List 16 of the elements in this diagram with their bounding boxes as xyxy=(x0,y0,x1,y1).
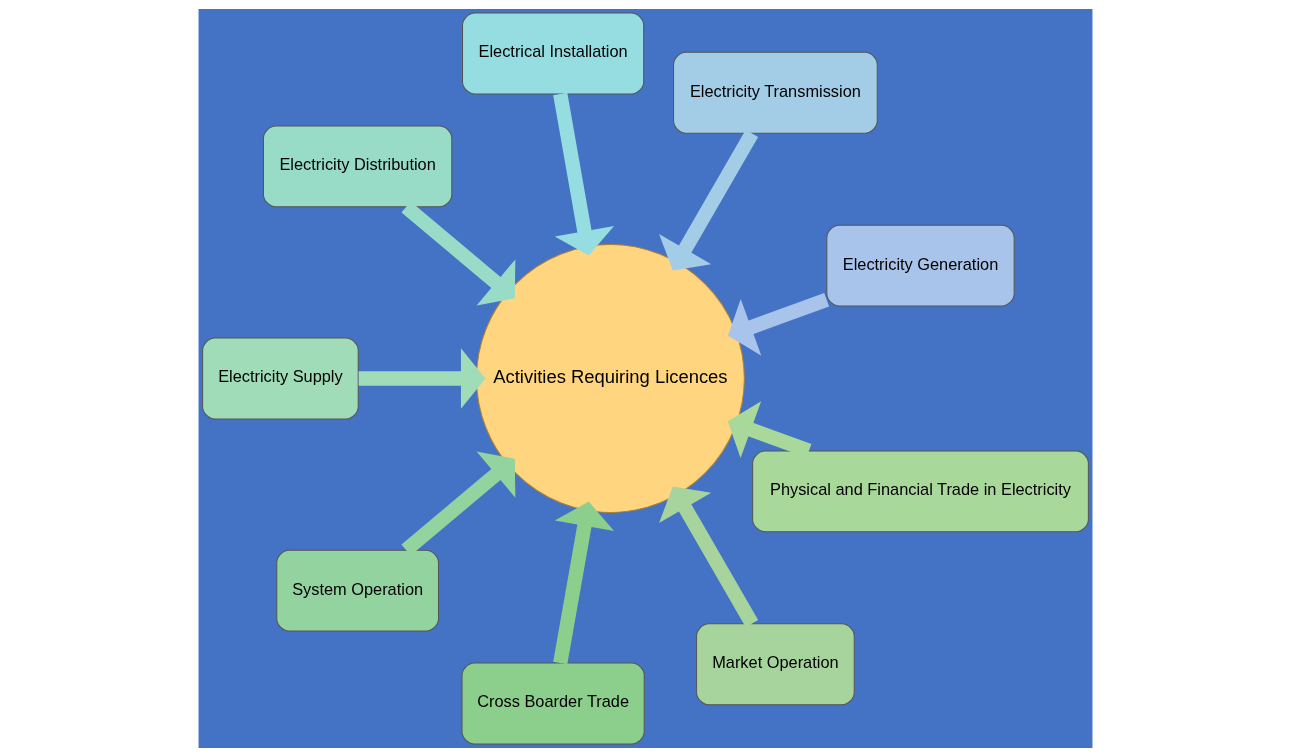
node-box: System Operation xyxy=(276,549,439,632)
node-box: Electricity Transmission xyxy=(673,51,878,134)
arrow xyxy=(553,92,615,255)
node-box: Electricity Supply xyxy=(202,337,359,419)
arrow xyxy=(727,400,812,458)
arrow xyxy=(659,129,759,270)
node-box: Electricity Distribution xyxy=(262,124,453,207)
node-box: Electrical Installation xyxy=(462,12,645,94)
node-box: Physical and Financial Trade in Electricity xyxy=(752,449,1089,532)
arrow xyxy=(358,347,486,409)
node-box: Electricity Generation xyxy=(826,224,1015,307)
arrow xyxy=(659,486,759,627)
arrow xyxy=(553,501,615,664)
node-box: Market Operation xyxy=(696,622,855,705)
node-box: Cross Boarder Trade xyxy=(461,662,645,744)
arrow xyxy=(727,292,830,356)
